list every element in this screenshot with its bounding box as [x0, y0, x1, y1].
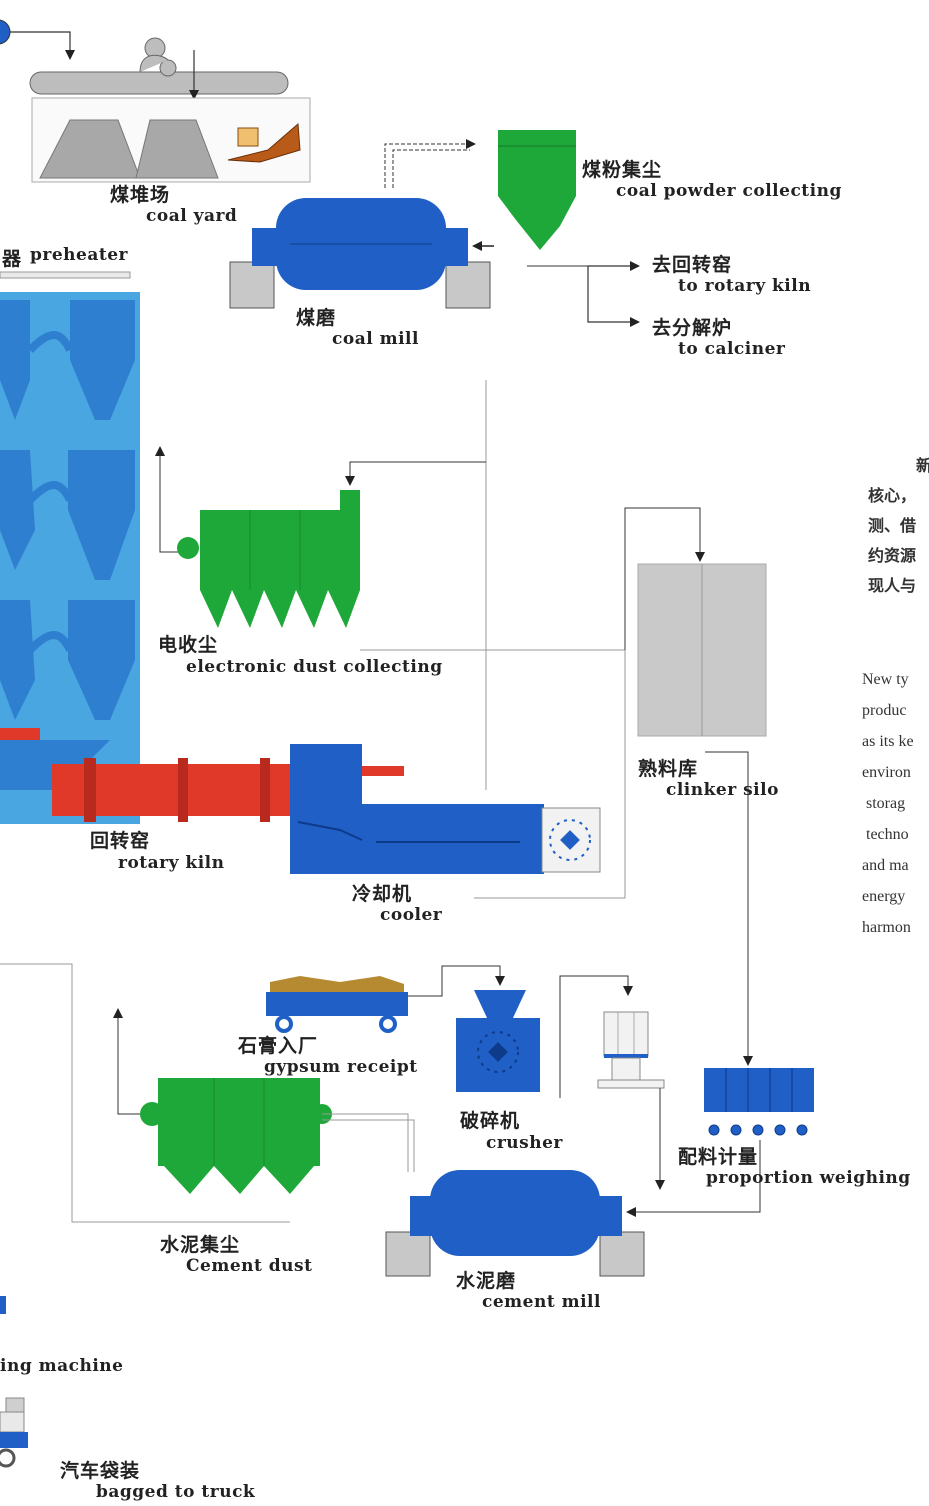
side-en-line: New ty [862, 671, 909, 688]
coal-powder-collector [498, 130, 640, 327]
coal-powder-label-en: coal powder collecting [616, 181, 842, 201]
coal-mill [229, 139, 494, 309]
to-calciner-label-en: to calciner [678, 339, 786, 359]
coal-powder-label-zh: 煤粉集尘 [582, 159, 663, 181]
side-en-line: environ [862, 764, 911, 781]
electronic-dust-collector [155, 446, 625, 651]
cement-mill [385, 1170, 645, 1277]
side-en-line: techno [862, 826, 909, 843]
to-calciner-label-zh: 去分解炉 [652, 317, 733, 339]
dust-collector-label-en: electronic dust collecting [186, 657, 443, 677]
cement-mill-label-zh: 水泥磨 [456, 1270, 517, 1292]
preheater-label-en: preheater [30, 245, 128, 265]
clinker-silo-label-en: clinker silo [666, 780, 779, 800]
crusher-label-zh: 破碎机 [460, 1110, 521, 1132]
rotary-kiln-label-zh: 回转窑 [90, 830, 151, 852]
coal-mill-label-en: coal mill [332, 329, 419, 349]
packing-truck [0, 1296, 28, 1468]
gypsum-label-zh: 石膏入厂 [238, 1035, 319, 1057]
packing-machine-label-en: ing machine [0, 1356, 124, 1376]
coal-mill-label-zh: 煤磨 [296, 307, 337, 329]
side-text-en: New ty produc as its ke environ storag t… [862, 664, 929, 943]
side-text-zh: 新 核心， 测、借 约资源 现人与 [868, 452, 929, 602]
side-zh-line: 核心， [868, 488, 917, 505]
side-zh-line: 新 [916, 458, 929, 475]
side-en-line: produc [862, 702, 907, 719]
to-kiln-label-en: to rotary kiln [678, 276, 812, 296]
cement-mill-label-en: cement mill [482, 1292, 601, 1312]
side-en-line: as its ke [862, 733, 914, 750]
cooler [290, 650, 626, 899]
gypsum-label-en: gypsum receipt [264, 1057, 418, 1077]
preheater [0, 271, 140, 824]
truck-label-en: bagged to truck [96, 1482, 256, 1502]
side-en-line: and ma [862, 857, 909, 874]
side-en-line: energy [862, 888, 906, 905]
crusher-label-en: crusher [486, 1133, 563, 1153]
cement-dust-label-zh: 水泥集尘 [160, 1234, 241, 1256]
cement-dust-label-en: Cement dust [186, 1256, 313, 1276]
side-en-line: harmon [862, 919, 911, 936]
side-zh-line: 约资源 [868, 548, 917, 565]
coal-yard [0, 19, 311, 183]
crusher [456, 975, 633, 1098]
side-en-line: storag [862, 795, 906, 812]
proportion-label-en: proportion weighing [706, 1168, 911, 1188]
side-zh-line: 现人与 [868, 578, 917, 595]
gypsum-wagon [266, 965, 505, 1033]
coal-yard-label-en: coal yard [146, 206, 238, 226]
cement-dust-collector [113, 1008, 415, 1194]
rotary-kiln [52, 758, 404, 822]
rotary-kiln-label-en: rotary kiln [118, 853, 225, 873]
feeder-bin [597, 1011, 665, 1190]
preheater-label-prefix: 器 [2, 248, 23, 270]
side-zh-line: 测、借 [868, 518, 917, 535]
proportion-label-zh: 配料计量 [678, 1146, 759, 1168]
clinker-silo [624, 507, 767, 1066]
cooler-label-zh: 冷却机 [352, 883, 413, 905]
proportion-weighing [626, 1068, 814, 1217]
truck-label-zh: 汽车袋装 [60, 1460, 141, 1482]
to-kiln-label-zh: 去回转窑 [652, 254, 733, 276]
cooler-label-en: cooler [380, 905, 443, 925]
coal-yard-label-zh: 煤堆场 [110, 184, 171, 206]
clinker-silo-label-zh: 熟料库 [638, 758, 699, 780]
dust-collector-label-zh: 电收尘 [158, 634, 219, 656]
